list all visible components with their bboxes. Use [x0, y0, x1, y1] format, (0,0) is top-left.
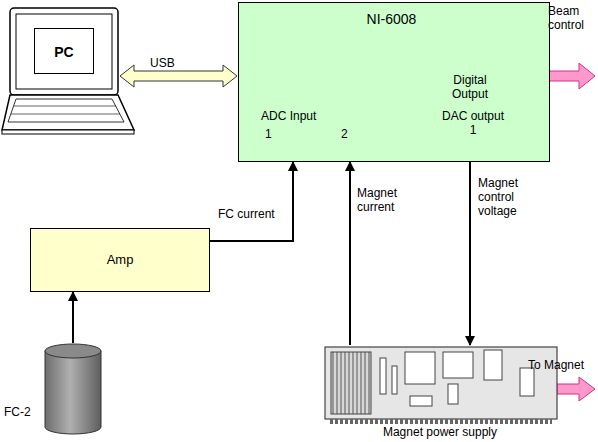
faraday-cup: FC-2 — [44, 343, 102, 435]
node-text-holder: ADC Input — [261, 109, 341, 123]
node-title: Magnet power supply — [322, 425, 558, 439]
laptop-symbol — [2, 8, 134, 134]
node-text: ADC Input — [261, 109, 341, 123]
node-text: 2 — [341, 127, 353, 141]
signal-label-holder: Beam control — [548, 4, 596, 32]
node-title-holder: PC — [34, 28, 94, 74]
node-text: Digital Output — [439, 73, 501, 101]
connector-label: USB — [150, 56, 190, 70]
node-title: PC — [34, 28, 94, 74]
node-title-holder: FC-2 — [4, 405, 40, 419]
signal-label: Beam control — [548, 4, 596, 32]
beam-arrow — [546, 63, 595, 89]
node-text: DAC output 1 — [440, 109, 506, 137]
connector-label-holder: Magnet control voltage — [478, 176, 532, 218]
node-text-holder: Digital Output — [439, 73, 501, 101]
node-title-holder: NI-6008 — [239, 11, 544, 27]
node-text-holder: 1 — [265, 127, 277, 141]
node-text: 1 — [265, 127, 277, 141]
signal-label-holder: To Magnet — [528, 358, 596, 372]
power-supply: Magnet power supply — [322, 345, 558, 441]
power-supply-symbol — [325, 347, 557, 424]
node-text-holder: 2 — [341, 127, 353, 141]
connector — [469, 162, 471, 345]
connector-label-holder: Magnet current — [357, 186, 411, 214]
node-title: NI-6008 — [239, 11, 544, 27]
cylinder-shape — [44, 343, 102, 435]
connector-label: Magnet current — [357, 186, 411, 214]
connector — [72, 292, 74, 343]
node-title-holder: Amp — [31, 229, 209, 291]
connector-label-holder: USB — [150, 56, 190, 70]
daq-box: NI-6008Digital OutputADC Input 1 2 DAC outp… — [238, 2, 550, 162]
connector — [349, 162, 351, 345]
node-title: FC-2 — [4, 405, 40, 419]
connector-label: Magnet control voltage — [478, 176, 532, 218]
connector-label: FC current — [218, 207, 288, 221]
connector-label-holder: FC current — [218, 207, 288, 221]
magnet-arrow — [557, 377, 595, 401]
amplifier-box: Amp — [30, 228, 210, 292]
node-title-holder: Magnet power supply — [322, 425, 558, 439]
connector — [210, 162, 293, 241]
signal-label: To Magnet — [528, 358, 596, 372]
node-title: Amp — [107, 253, 134, 267]
computer: PC — [10, 8, 118, 95]
node-text-holder: DAC output 1 — [440, 109, 506, 137]
connector — [120, 65, 237, 87]
